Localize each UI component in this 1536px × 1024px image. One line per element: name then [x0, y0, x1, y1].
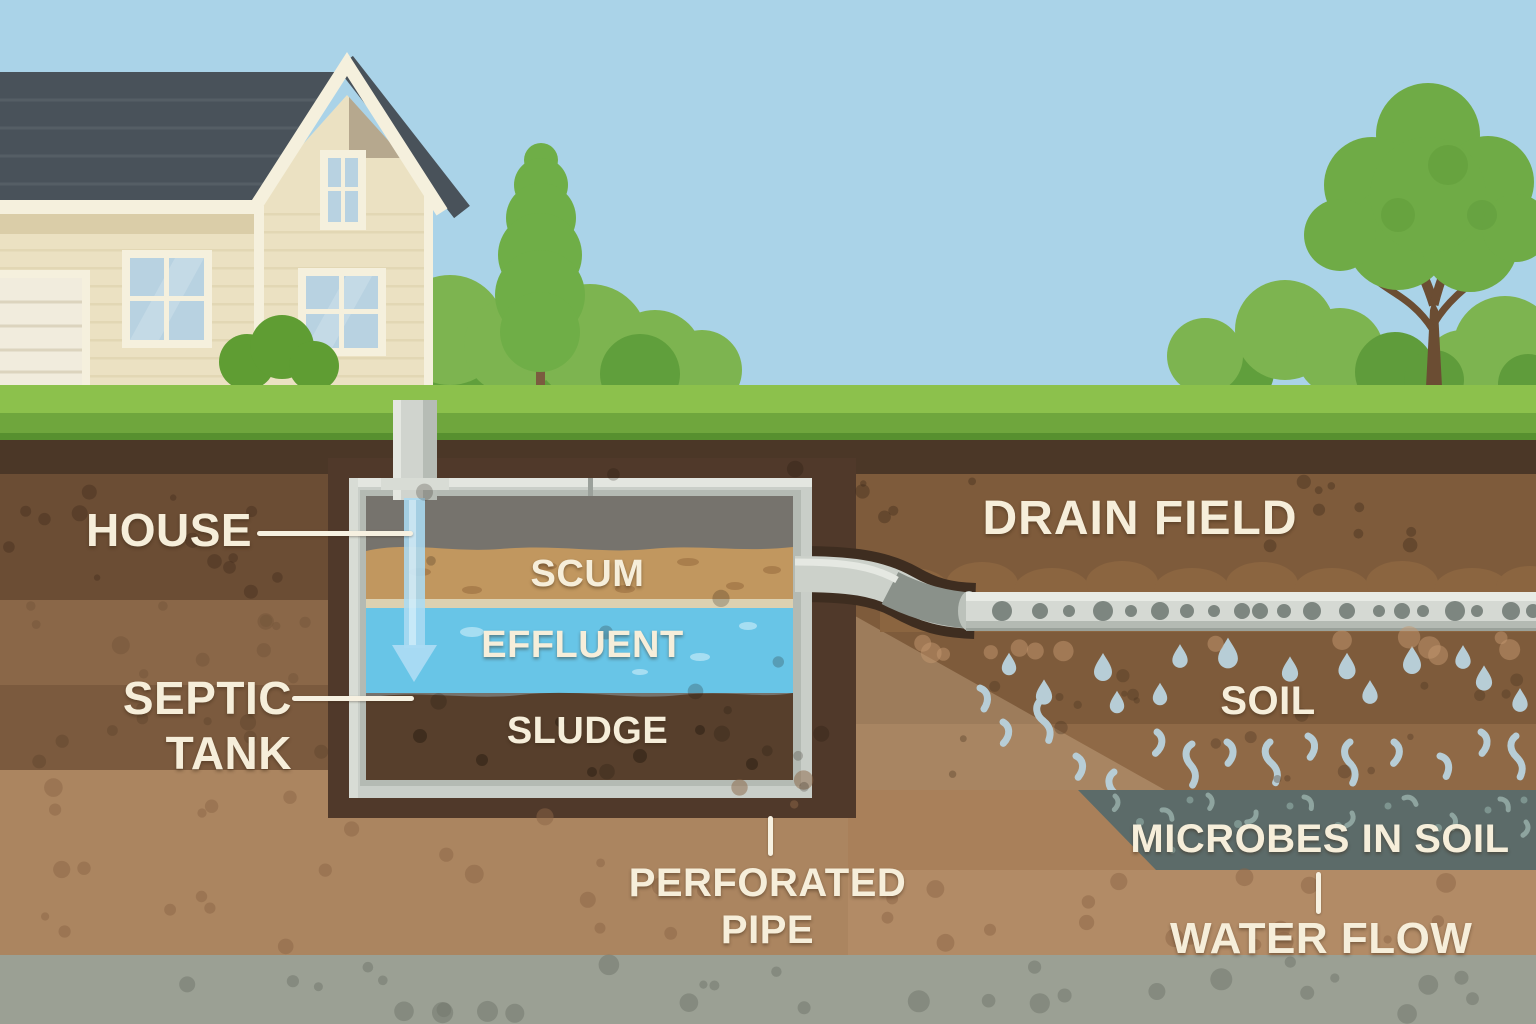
house-label: HOUSE: [86, 504, 253, 556]
garage-door: [0, 270, 90, 387]
soil-label: SOIL: [1220, 679, 1316, 723]
soil-speckles: [3, 460, 1524, 1024]
water-flow-label: WATER FLOW: [1170, 914, 1473, 963]
left-window: [122, 250, 212, 348]
tree-left: [495, 143, 585, 388]
effluent-glints: [460, 622, 757, 675]
tank-lid-seam: [588, 478, 593, 496]
septic-tank-label-line2: TANK: [165, 727, 292, 779]
perforated-pipe: [958, 591, 1536, 631]
water-flow-connector-line: [1316, 872, 1321, 914]
bedrock-layer: [0, 955, 1536, 1024]
septic-tank-label-line1: SEPTIC: [122, 672, 292, 724]
perforated-pipe-label: PERFORATED PIPE: [615, 860, 920, 954]
septic-tank-connector-line: [292, 696, 414, 701]
inlet-pipe: [381, 400, 449, 500]
pipe-perforations: [992, 601, 1536, 621]
perforated-pipe-label-line2: PIPE: [720, 908, 815, 952]
sludge-label: SLUDGE: [506, 710, 669, 752]
effluent-label: EFFLUENT: [481, 624, 684, 666]
microbes-in-soil-label: MICROBES IN SOIL: [1130, 817, 1510, 861]
gable-window: [320, 150, 366, 230]
effluent-layer: [366, 608, 793, 693]
house-connector-line: [257, 531, 413, 536]
sludge-layer: [366, 692, 793, 780]
microbe-dots: [1136, 796, 1528, 854]
scum-label: SCUM: [530, 553, 645, 595]
microbes-band: [1078, 790, 1536, 870]
bush-front: [219, 315, 339, 391]
septic-tank: [349, 478, 812, 798]
drain-field-label: DRAIN FIELD: [982, 492, 1298, 545]
perforated-pipe-connector-line: [768, 816, 773, 856]
sludge-specks: [413, 717, 758, 777]
grass: [0, 385, 1536, 440]
septic-tank-label: SEPTIC TANK: [70, 671, 292, 781]
house: [0, 51, 470, 391]
scum-effluent-divider: [366, 599, 793, 608]
perforated-pipe-label-line1: PERFORATED: [628, 861, 907, 905]
bushes-right: [1167, 280, 1536, 414]
tree-right: [1304, 83, 1536, 387]
front-window: [298, 268, 386, 356]
